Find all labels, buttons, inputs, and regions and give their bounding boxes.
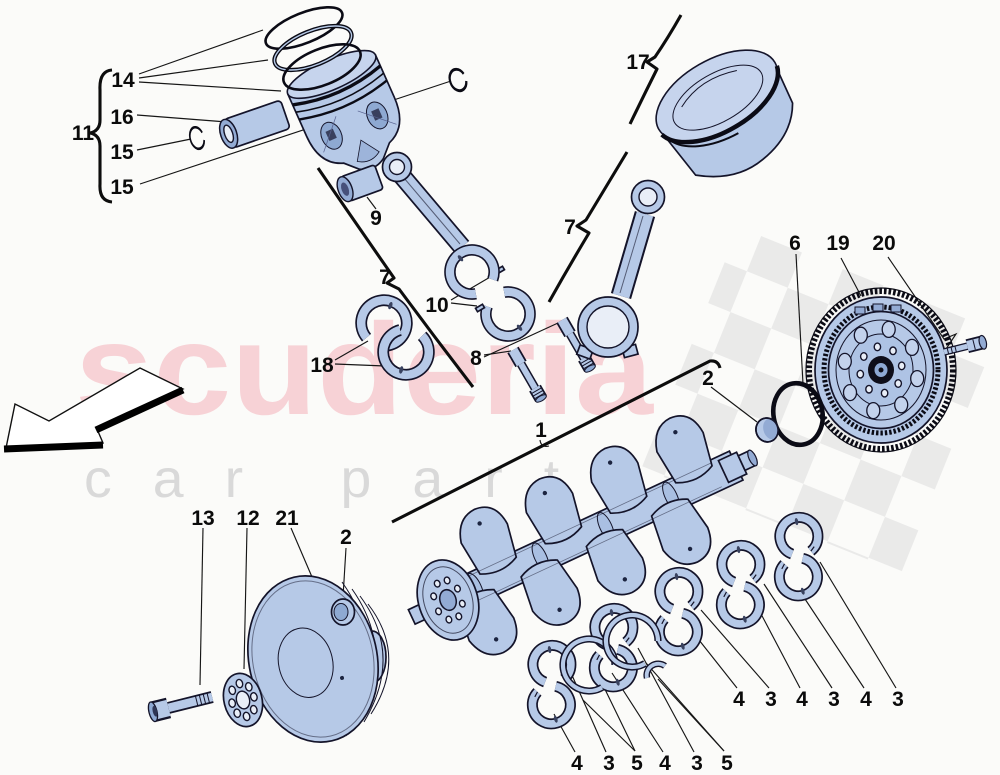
o-ring-seal xyxy=(770,380,826,448)
callout-15a: 15 xyxy=(110,141,134,164)
pin-circlips xyxy=(189,67,468,151)
group-brackets xyxy=(88,14,722,524)
callout-6: 6 xyxy=(789,232,801,255)
callout-14: 14 xyxy=(111,69,135,92)
thrust-washers xyxy=(553,605,665,698)
wrist-pin xyxy=(218,100,291,149)
callout-16: 16 xyxy=(110,106,133,129)
connecting-rod-left xyxy=(381,151,502,301)
callout-4-b1: 4 xyxy=(571,752,583,775)
front-plug xyxy=(330,598,356,626)
callout-7-left: 7 xyxy=(379,266,391,289)
callout-1: 1 xyxy=(535,419,547,442)
callout-18: 18 xyxy=(310,354,334,377)
piston-rings xyxy=(264,5,362,91)
pulley-bolt xyxy=(147,691,214,723)
brand-watermark-bottom: car parts xyxy=(84,449,669,509)
callout-4-r2: 4 xyxy=(796,688,808,711)
callout-3-b2: 3 xyxy=(691,752,703,775)
callout-11: 11 xyxy=(72,122,95,145)
direction-arrow xyxy=(3,367,185,453)
crankshaft xyxy=(407,407,758,665)
callout-3-r1: 3 xyxy=(765,688,777,711)
callout-21: 21 xyxy=(275,507,299,530)
callout-8: 8 xyxy=(470,347,482,370)
callout-15b: 15 xyxy=(110,176,134,199)
callout-9: 9 xyxy=(370,207,382,230)
callout-2-front: 2 xyxy=(340,526,352,549)
callout-2-rear: 2 xyxy=(702,367,714,390)
flywheel xyxy=(805,287,957,453)
callout-4-r1: 4 xyxy=(733,688,745,711)
callout-17: 17 xyxy=(626,51,649,74)
damper-pulley xyxy=(246,575,390,743)
callout-4-b2: 4 xyxy=(659,752,671,775)
rod-big-end-saddle xyxy=(441,241,501,301)
callout-4-r3: 4 xyxy=(860,688,872,711)
callout-3-r3: 3 xyxy=(892,688,904,711)
callout-10: 10 xyxy=(425,294,448,317)
callout-labels: 14 16 15 15 11 9 7 10 18 8 17 7 6 19 20 … xyxy=(72,51,904,775)
pulley-washer xyxy=(222,672,264,728)
callout-3-r2: 3 xyxy=(828,688,840,711)
callout-5-b2: 5 xyxy=(721,752,733,775)
flywheel-bolt-holes xyxy=(837,320,925,420)
piston-right xyxy=(655,49,794,178)
flywheel-bolt xyxy=(943,334,988,356)
small-end-bushing xyxy=(336,164,384,203)
callout-12: 12 xyxy=(236,507,259,530)
callout-20: 20 xyxy=(872,232,895,255)
callout-7-right: 7 xyxy=(564,216,576,239)
callout-3-b1: 3 xyxy=(603,752,615,775)
crank-front-flange xyxy=(416,559,480,641)
rear-plug xyxy=(755,417,779,443)
callout-5-b1: 5 xyxy=(631,752,643,775)
callout-19: 19 xyxy=(826,232,849,255)
connecting-rod-right xyxy=(575,179,666,361)
piston-left xyxy=(286,49,401,171)
callout-13: 13 xyxy=(191,507,214,530)
